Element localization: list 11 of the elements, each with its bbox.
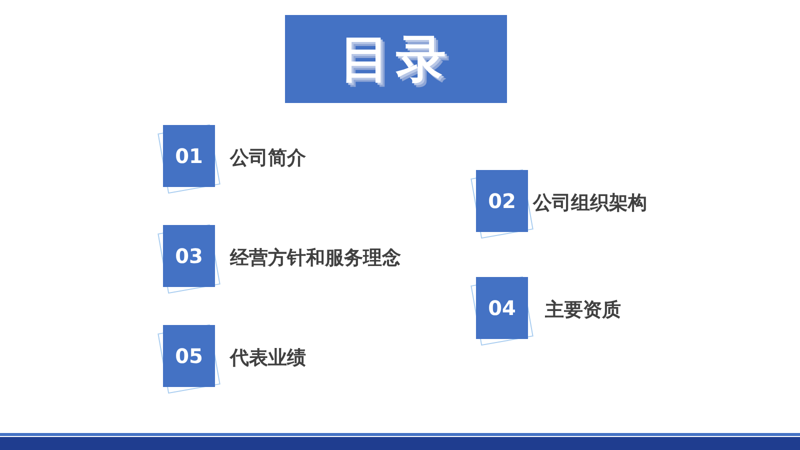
title-text: 目录	[340, 28, 452, 90]
section-title: 主要资质	[545, 298, 621, 323]
section-number: 02	[476, 170, 528, 232]
section-number: 04	[476, 277, 528, 339]
section-title: 公司组织架构	[533, 191, 647, 216]
section-number: 05	[163, 325, 215, 387]
section-title: 公司简介	[230, 146, 306, 171]
section-title: 经营方针和服务理念	[230, 246, 401, 271]
section-number: 03	[163, 225, 215, 287]
section-number: 01	[163, 125, 215, 187]
section-title: 代表业绩	[230, 346, 306, 371]
